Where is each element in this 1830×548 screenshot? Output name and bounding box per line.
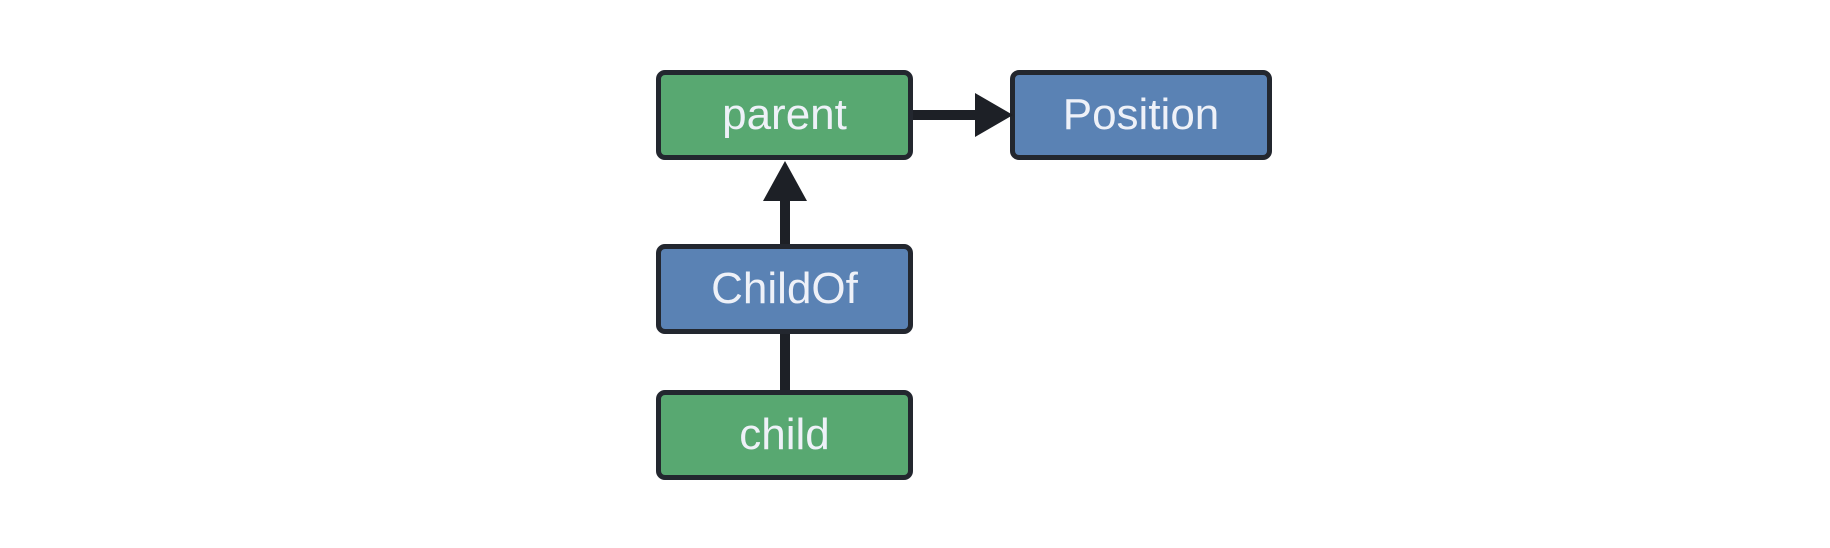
node-childof-label: ChildOf	[711, 264, 858, 313]
edge-child-to-childof-line	[780, 334, 790, 390]
node-position: Position	[1010, 70, 1272, 160]
node-childof: ChildOf	[656, 244, 913, 334]
arrowhead-right-icon	[975, 93, 1013, 137]
node-parent-label: parent	[722, 90, 847, 139]
node-position-label: Position	[1062, 90, 1220, 139]
edge-childof-to-parent-shaft	[780, 198, 790, 244]
edge-parent-to-position-shaft	[913, 110, 977, 120]
arrowhead-up-icon	[763, 161, 807, 201]
node-child: child	[656, 390, 913, 480]
node-parent: parent	[656, 70, 913, 160]
node-child-label: child	[739, 410, 830, 459]
